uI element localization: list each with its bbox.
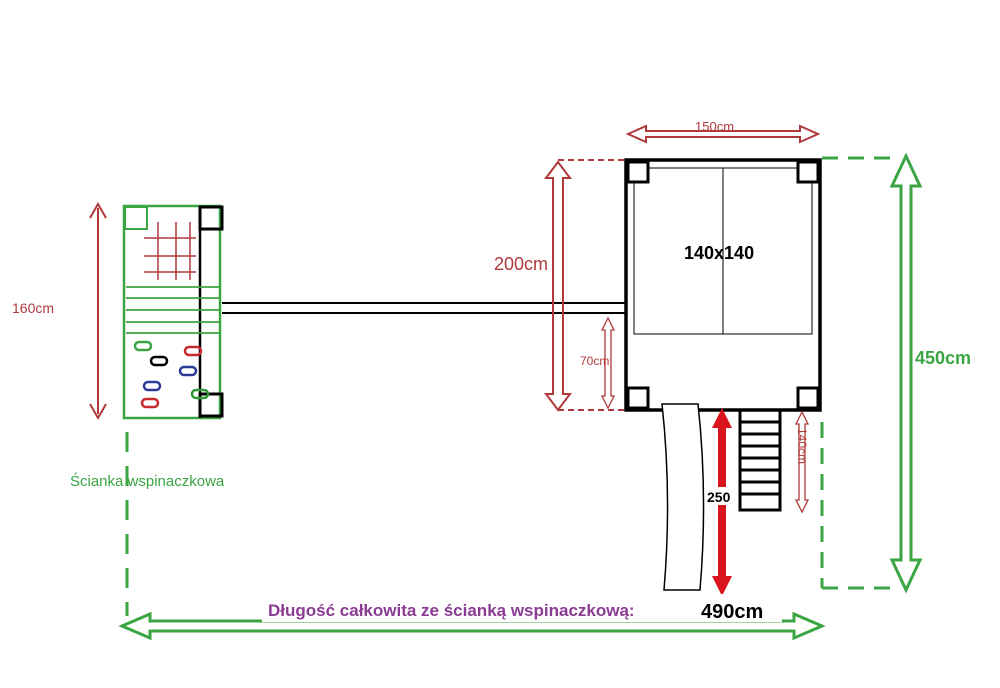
tower-height-label: 200cm xyxy=(494,254,548,274)
tower-corner-post xyxy=(796,386,820,410)
total-length-dimension xyxy=(118,432,826,641)
total-length-caption: Długość całkowita ze ścianką wspinaczkow… xyxy=(268,601,635,620)
wall-corner-post xyxy=(198,205,224,231)
climbing-wall xyxy=(89,201,224,421)
platform-size-label: 140x140 xyxy=(684,243,754,263)
wall-corner-post xyxy=(124,206,148,230)
tower-corner-post xyxy=(626,386,650,410)
wall-net-grid xyxy=(144,222,196,280)
slide-length-label: 250 xyxy=(707,489,731,505)
tower-corner-post xyxy=(796,160,820,184)
ladder-height-label: 140cm xyxy=(795,428,809,464)
deck-height-dimension xyxy=(600,316,616,410)
tower-width-label: 150cm xyxy=(695,119,734,134)
total-depth-label: 450cm xyxy=(915,348,971,368)
slide xyxy=(661,403,705,591)
ladder xyxy=(738,408,782,512)
wall-caption: Ścianka wspinaczkowa xyxy=(70,472,225,490)
total-depth-dimension xyxy=(820,152,923,594)
total-length-value: 490cm xyxy=(701,601,763,623)
wall-height-dimension xyxy=(89,201,107,421)
climbing-wall-frame xyxy=(122,204,222,420)
tower-width-dimension xyxy=(625,124,821,144)
connecting-beam xyxy=(222,302,626,314)
tower-height-dimension xyxy=(544,159,626,412)
climbing-holds xyxy=(133,340,210,409)
wall-rungs xyxy=(126,286,220,334)
tower-corner-post xyxy=(626,160,650,184)
ladder-height-dimension xyxy=(794,410,810,514)
wall-corner-post xyxy=(198,392,224,418)
deck-height-label: 70cm xyxy=(580,354,609,368)
wall-height-label: 160cm xyxy=(12,300,54,316)
